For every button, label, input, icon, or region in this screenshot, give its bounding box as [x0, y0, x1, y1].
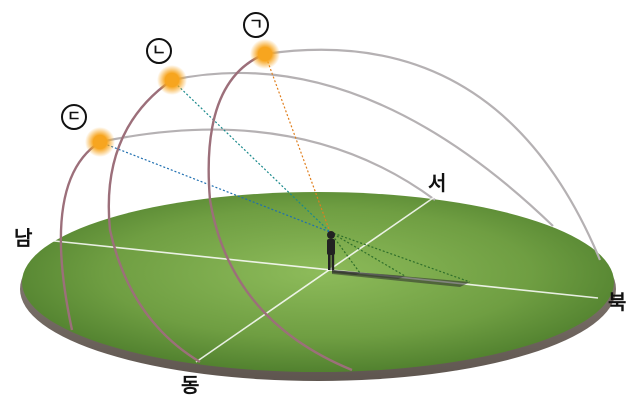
sun-path-nieun-east-arc	[107, 79, 201, 364]
sun-path-digeut-east-arc	[59, 140, 101, 331]
ray-shadow-tip-medium	[329, 231, 406, 277]
sun-label-digeut: ㄷ	[61, 104, 87, 130]
sun-label-giyeok: ㄱ	[243, 12, 269, 38]
sun-digeut-core	[93, 135, 107, 149]
direction-north: 북	[608, 290, 627, 314]
ray-giyeok	[264, 53, 331, 233]
shadow-long	[332, 270, 470, 287]
ray-shadow-tip-long	[329, 231, 471, 283]
east-west-line	[195, 195, 437, 363]
ground-disc	[22, 192, 614, 372]
ray-shadow-tip-short	[329, 231, 361, 274]
sun-path-nieun-west-arc	[171, 71, 554, 227]
sun-path-digeut-west-arc	[99, 128, 436, 201]
sun-path-giyeok-east-arc	[207, 52, 353, 372]
south-north-line	[44, 239, 599, 299]
ray-digeut	[99, 141, 331, 233]
sun-nieun-core	[165, 73, 179, 87]
direction-east: 동	[181, 373, 200, 397]
shadow-medium	[332, 270, 405, 279]
sun-label-nieun: ㄴ	[146, 38, 172, 64]
direction-south: 남	[14, 226, 33, 250]
sun-path-giyeok-west-arc	[264, 48, 602, 261]
shadow-short	[332, 270, 360, 275]
observer-figure	[327, 231, 335, 270]
direction-west: 서	[428, 171, 447, 195]
ray-nieun	[171, 79, 331, 233]
sun-giyeok-core	[258, 47, 272, 61]
